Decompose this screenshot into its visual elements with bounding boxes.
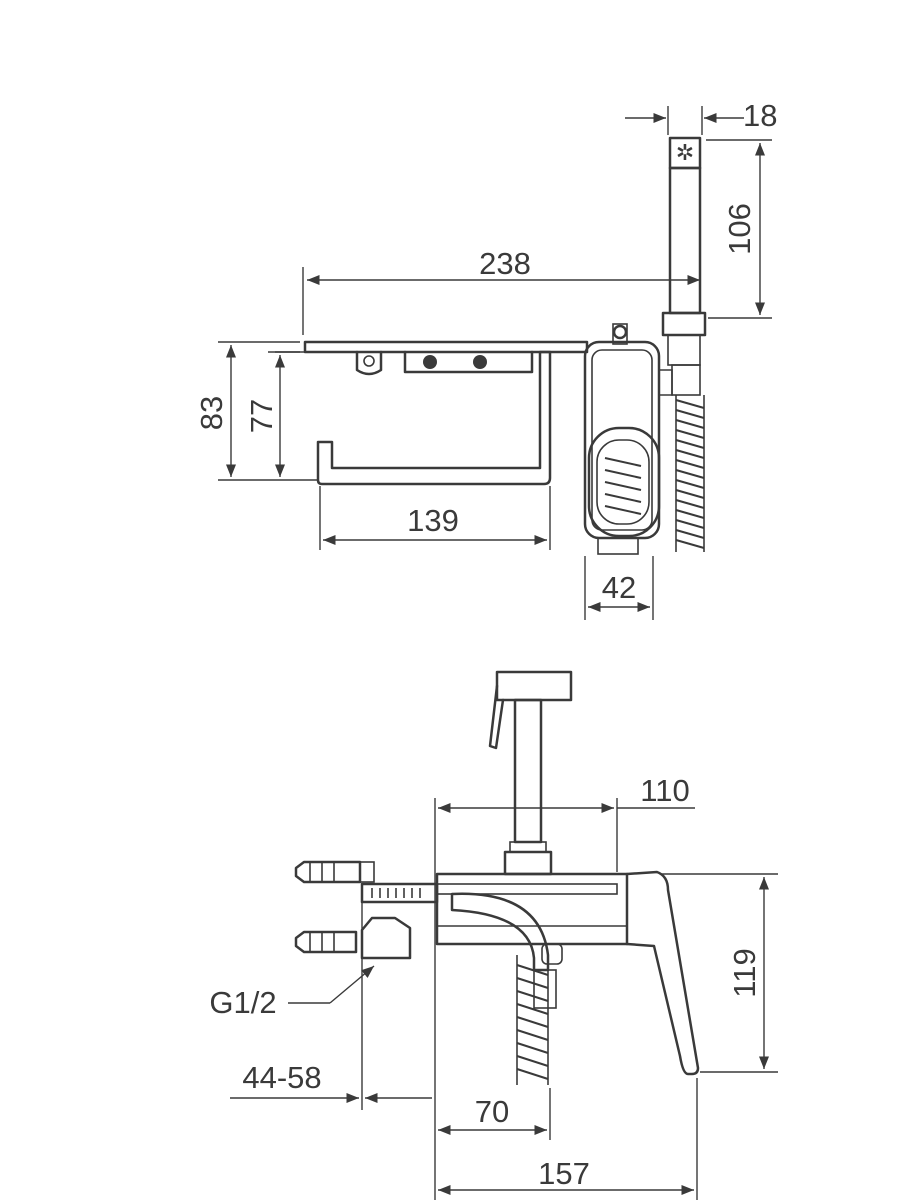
dim-label-70: 70 [475,1094,509,1129]
hose-side [516,943,563,1085]
dim-42: 42 [584,556,654,620]
dim-157: 157 [438,1078,698,1200]
dim-label-139: 139 [407,503,459,538]
shelf-plate [275,340,589,354]
mount-screw-dot-1 [423,355,437,369]
dim-119: 119 [660,873,778,1073]
mixer-body-side [435,870,700,1076]
dim-label-238: 238 [479,246,531,281]
dim-label-119: 119 [727,948,762,997]
dim-label-thread: G1/2 [209,985,276,1020]
dim-label-83: 83 [194,396,229,430]
spray-face-icon: ✲ [676,141,694,166]
dim-label-44-58: 44-58 [242,1060,321,1095]
side-view: 110 119 G1/2 44-58 70 157 [209,670,778,1200]
hand-shower: ✲ [659,136,707,396]
top-view: ✲ 238 18 106 [194,98,777,620]
dim-label-106: 106 [722,203,757,255]
dim-44-58: 44-58 [230,1060,432,1104]
dim-label-18: 18 [743,98,777,133]
dim-110: 110 [434,773,695,1200]
hand-shower-side [488,670,573,876]
mount-screw-dot-2 [473,355,487,369]
lever-oval [587,426,661,538]
paper-holder-arm [316,350,552,486]
dim-18: 18 [625,98,777,135]
shower-hose [675,395,705,552]
dim-238: 238 [302,246,700,335]
dim-139: 139 [319,486,551,550]
dim-label-77: 77 [244,399,279,433]
mount-screw-left [355,350,383,376]
dim-label-42: 42 [602,570,636,605]
mixer-body [583,323,661,555]
spout-arm [450,892,550,972]
dim-77: 77 [244,351,300,477]
wall-anchor-upper [294,860,375,884]
wall-anchor-lower [294,930,358,954]
dim-label-110: 110 [640,773,689,808]
dim-label-157: 157 [538,1156,590,1191]
dim-g12: G1/2 [209,965,375,1020]
dim-106: 106 [706,139,772,319]
dim-83: 83 [194,341,318,481]
dim-70: 70 [438,1088,551,1140]
wall-fitting [360,882,439,1110]
